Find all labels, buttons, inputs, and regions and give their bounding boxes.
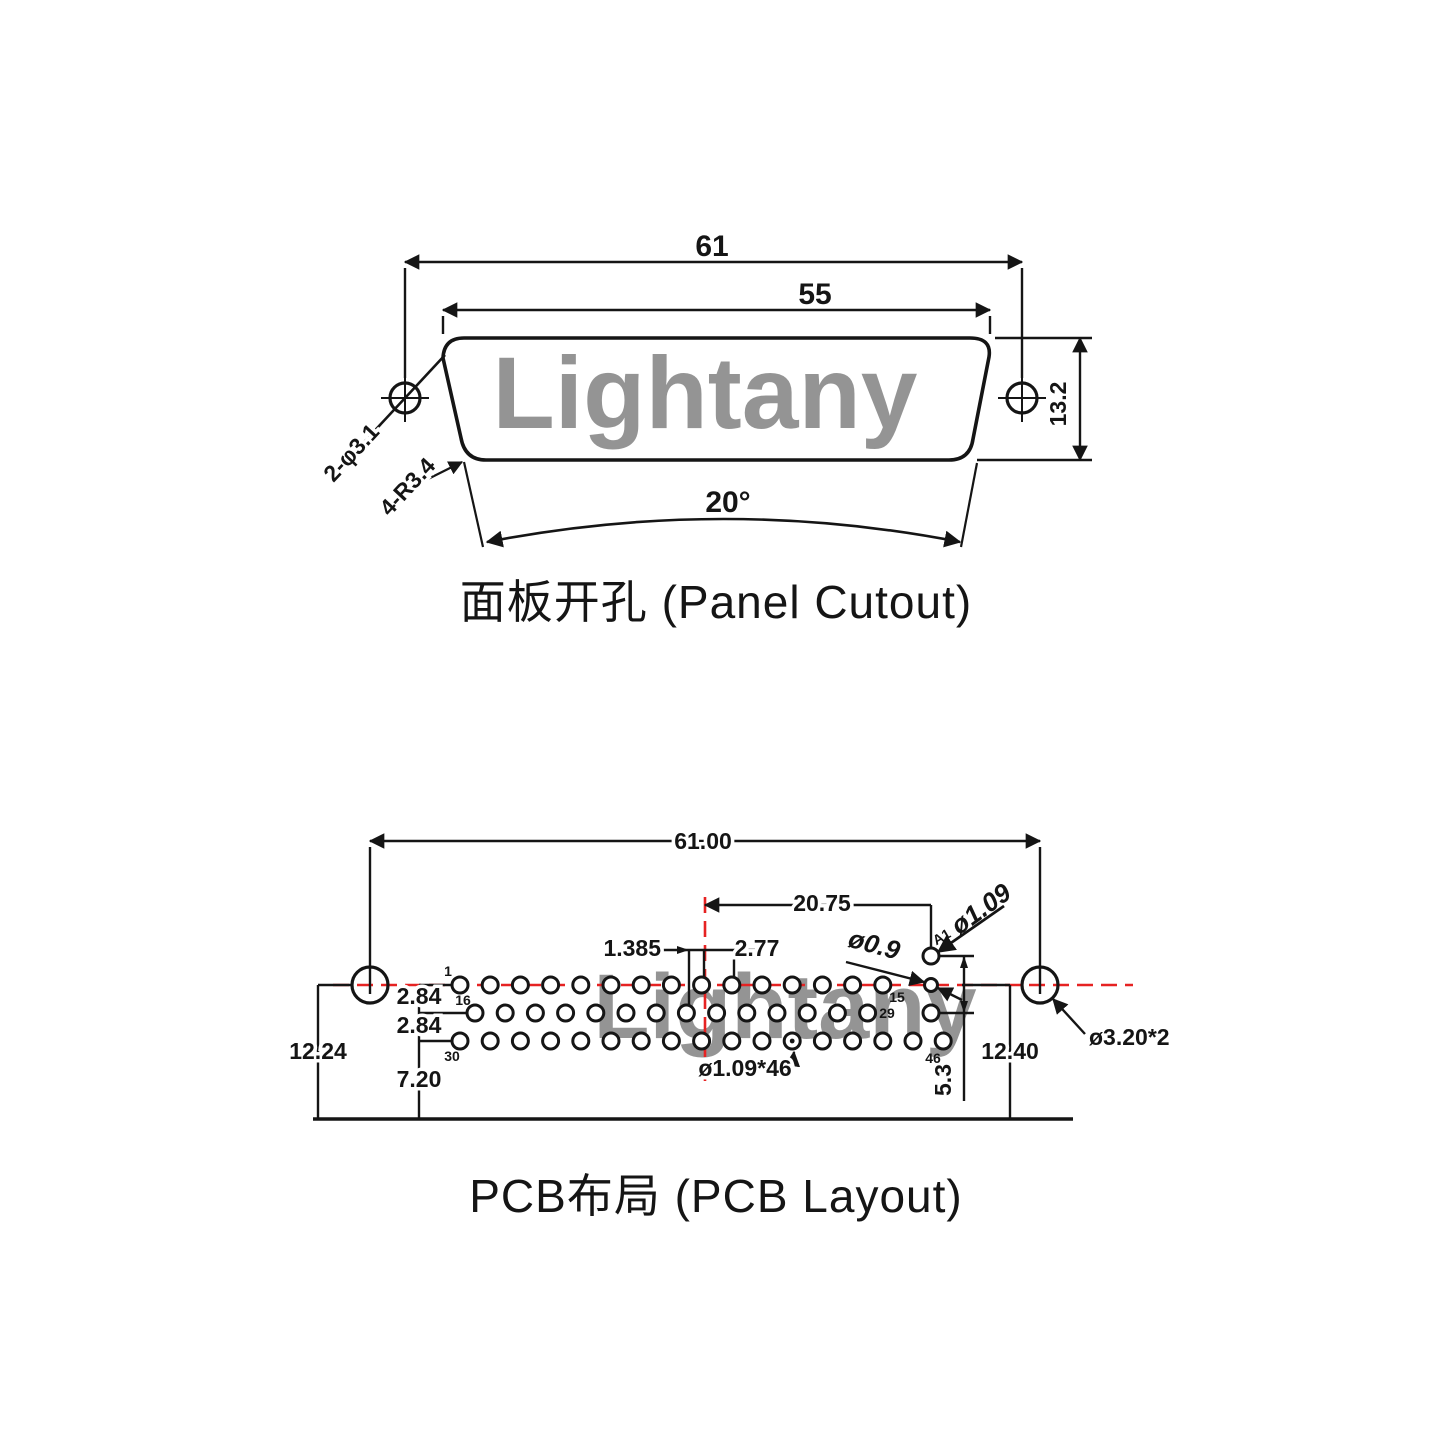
pin-hole: [510, 975, 530, 995]
panel-label-holes: 2-φ3.1: [318, 418, 384, 486]
panel-cutout-title: 面板开孔 (Panel Cutout): [460, 576, 972, 628]
pcb-label-pins46: ø1.09*46: [698, 1055, 791, 1081]
pin-hole: [541, 975, 561, 995]
pin-hole-center-dot: [789, 1038, 795, 1044]
pin-hole: [752, 975, 772, 995]
pin-hole: [525, 1003, 545, 1023]
pin-hole: [646, 1003, 666, 1023]
pin-hole: [737, 1003, 757, 1023]
pcb-dim-284a: 2.84: [397, 983, 442, 1009]
pin-hole: [722, 1031, 742, 1051]
pin-hole: [873, 975, 893, 995]
pin-hole: [661, 1031, 681, 1051]
pcb-dim-a1-offset: 20.75: [793, 890, 851, 916]
pin-hole: [903, 1031, 923, 1051]
pcb-dim-720: 7.20: [397, 1066, 442, 1092]
pcb-dim-277: 2.77: [735, 935, 780, 961]
pin-label-29: 29: [879, 1005, 895, 1021]
pin-hole: [616, 1003, 636, 1023]
pcb-label-phi109: ø1.09: [945, 877, 1017, 941]
pin-hole: [631, 975, 651, 995]
watermark-top: Lightany: [493, 336, 918, 450]
pin-hole: [921, 1003, 941, 1023]
pin-hole: [676, 1003, 696, 1023]
pcb-dim-53: 5.3: [930, 1064, 956, 1096]
pin-hole: [450, 975, 470, 995]
pin-hole: [571, 1031, 591, 1051]
pin-hole: [843, 975, 863, 995]
pcb-dim-span: 61.00: [674, 828, 732, 854]
pin-label-46: 46: [925, 1050, 941, 1066]
panel-cutout-drawing: [339, 254, 1092, 548]
pin-hole: [556, 1003, 576, 1023]
pcb-layout-title: PCB布局 (PCB Layout): [469, 1170, 962, 1222]
pin-hole: [752, 1031, 772, 1051]
panel-label-radius: 4-R3.4: [374, 452, 440, 520]
panel-mount-hole-right: [998, 374, 1046, 422]
pin-hole: [510, 1031, 530, 1051]
pin-hole: [923, 977, 939, 993]
pin-hole: [797, 1003, 817, 1023]
pcb-layout-drawing: [313, 833, 1086, 1121]
pin-hole-field: [450, 946, 953, 1051]
pin-hole: [661, 975, 681, 995]
pin-hole: [465, 1003, 485, 1023]
panel-mount-hole-left: [339, 354, 446, 469]
pin-hole: [692, 975, 712, 995]
panel-dim-13-2: 13.2: [1045, 382, 1071, 427]
pin-hole: [873, 1031, 893, 1051]
panel-dim-angle: 20°: [705, 486, 750, 519]
pin-hole: [812, 975, 832, 995]
pin-label-a1: A1: [930, 925, 954, 948]
pin-hole: [571, 975, 591, 995]
pin-hole: [812, 1031, 832, 1051]
pin-hole: [586, 1003, 606, 1023]
pin-hole: [480, 1031, 500, 1051]
pcb-dim-284b: 2.84: [397, 1012, 442, 1038]
pin-hole: [631, 1031, 651, 1051]
pin-hole: [707, 1003, 727, 1023]
pcb-dim-1240: 12.40: [981, 1038, 1039, 1064]
pin-hole: [767, 1003, 787, 1023]
pin-hole: [480, 975, 500, 995]
pcb-dim-1224: 12.24: [289, 1038, 347, 1064]
pin-hole: [495, 1003, 515, 1023]
pin-hole: [921, 946, 941, 966]
pcb-dim-1385: 1.385: [603, 935, 661, 961]
panel-cutout-shape: [441, 336, 992, 462]
pin-label-1: 1: [444, 963, 452, 979]
pin-label-15: 15: [889, 989, 905, 1005]
pin-hole: [541, 1031, 561, 1051]
pin-hole: [933, 1031, 953, 1051]
pin-hole: [692, 1031, 712, 1051]
pin-hole: [827, 1003, 847, 1023]
pin-label-30: 30: [444, 1048, 460, 1064]
pin-label-16: 16: [455, 992, 471, 1008]
pin-hole: [843, 1031, 863, 1051]
panel-dim-61: 61: [695, 230, 728, 263]
pcb-mount-hole-right: [1020, 965, 1060, 1005]
pin-hole: [722, 975, 742, 995]
pin-hole: [601, 975, 621, 995]
pcb-label-mount2: ø3.20*2: [1089, 1024, 1170, 1050]
pin-hole: [601, 1031, 621, 1051]
panel-dim-55: 55: [798, 278, 831, 311]
pin-hole: [450, 1031, 470, 1051]
pin-hole: [782, 975, 802, 995]
pin-hole: [858, 1003, 878, 1023]
